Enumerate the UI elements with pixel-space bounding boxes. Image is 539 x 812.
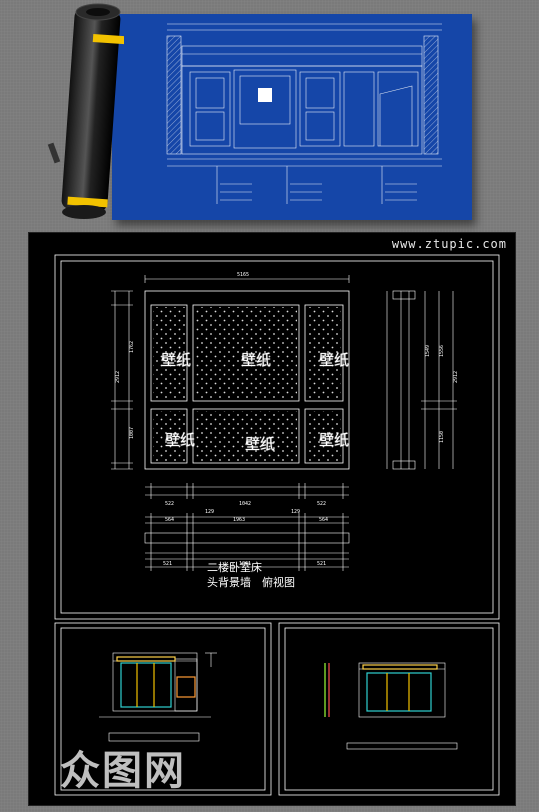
drawing-title-line1: 二楼卧室床 — [207, 561, 262, 574]
blueprint-mockup — [0, 0, 539, 230]
dim-right-2: 1549 — [425, 345, 431, 357]
plan-dim-top-2: 564 — [165, 517, 174, 523]
dim-bottom-3: 522 — [317, 501, 326, 507]
dim-top-width: 5165 — [237, 272, 249, 278]
plan-dim-bottom-3: 521 — [317, 561, 326, 567]
plan-dim-bottom-2: 521 — [163, 561, 172, 567]
plan-dim-top-3: 564 — [319, 517, 328, 523]
dim-bottom-1: 522 — [165, 501, 174, 507]
blueprint-sheet — [112, 14, 472, 220]
paper-roll — [47, 3, 124, 219]
brand-logo: 众图网 — [60, 748, 186, 794]
blueprint-drawing — [166, 23, 442, 204]
plan-dim-top-1: 1963 — [233, 517, 245, 523]
cad-drawing: 5165 522 1042 522 129 129 1963 564 564 1… — [54, 254, 500, 796]
dim-right-1: 2912 — [453, 371, 459, 383]
wallpaper-label-1: 壁纸 — [161, 351, 192, 369]
wallpaper-label-2: 壁纸 — [241, 351, 272, 369]
dim-right-3: 1556 — [439, 345, 445, 357]
dim-left-1: 2912 — [115, 371, 121, 383]
dim-bottom-5: 129 — [291, 509, 300, 515]
dim-right-4: 1150 — [439, 431, 445, 443]
site-watermark: www.ztupic.com — [391, 237, 507, 251]
dim-left-2: 1762 — [129, 341, 135, 353]
drawing-title-line2: 头背景墙 俯视图 — [207, 576, 295, 589]
plan-dim-bottom-1: 1041 — [239, 561, 251, 567]
dim-left-3: 1007 — [129, 427, 135, 439]
wallpaper-label-4: 壁纸 — [165, 431, 196, 449]
dim-bottom-2: 1042 — [239, 501, 251, 507]
dim-bottom-4: 129 — [205, 509, 214, 515]
cad-drawing-panel: www.ztupic.com — [28, 232, 516, 806]
wallpaper-label-5: 壁纸 — [245, 435, 276, 453]
wallpaper-label-3: 壁纸 — [319, 351, 350, 369]
wallpaper-label-6: 壁纸 — [319, 431, 350, 449]
